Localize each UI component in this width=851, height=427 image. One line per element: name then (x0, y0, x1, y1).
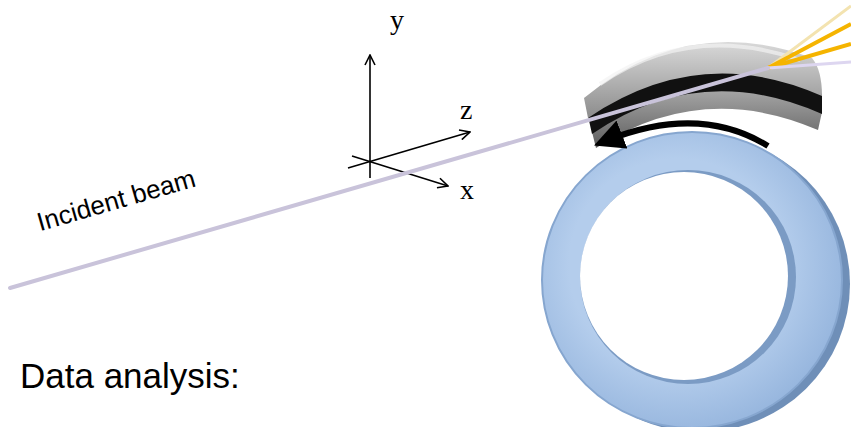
sample-ring (542, 132, 850, 427)
axis-label: y (390, 6, 404, 34)
rotation-arrow (608, 123, 768, 146)
axes (348, 55, 470, 186)
section-heading: Data analysis: (20, 358, 240, 393)
axis-label: x (460, 176, 474, 204)
incident-beam (10, 68, 768, 288)
diffracted-rays (768, 6, 851, 68)
beam-label: Incident beam (34, 165, 198, 235)
axis-label: z (460, 96, 472, 124)
